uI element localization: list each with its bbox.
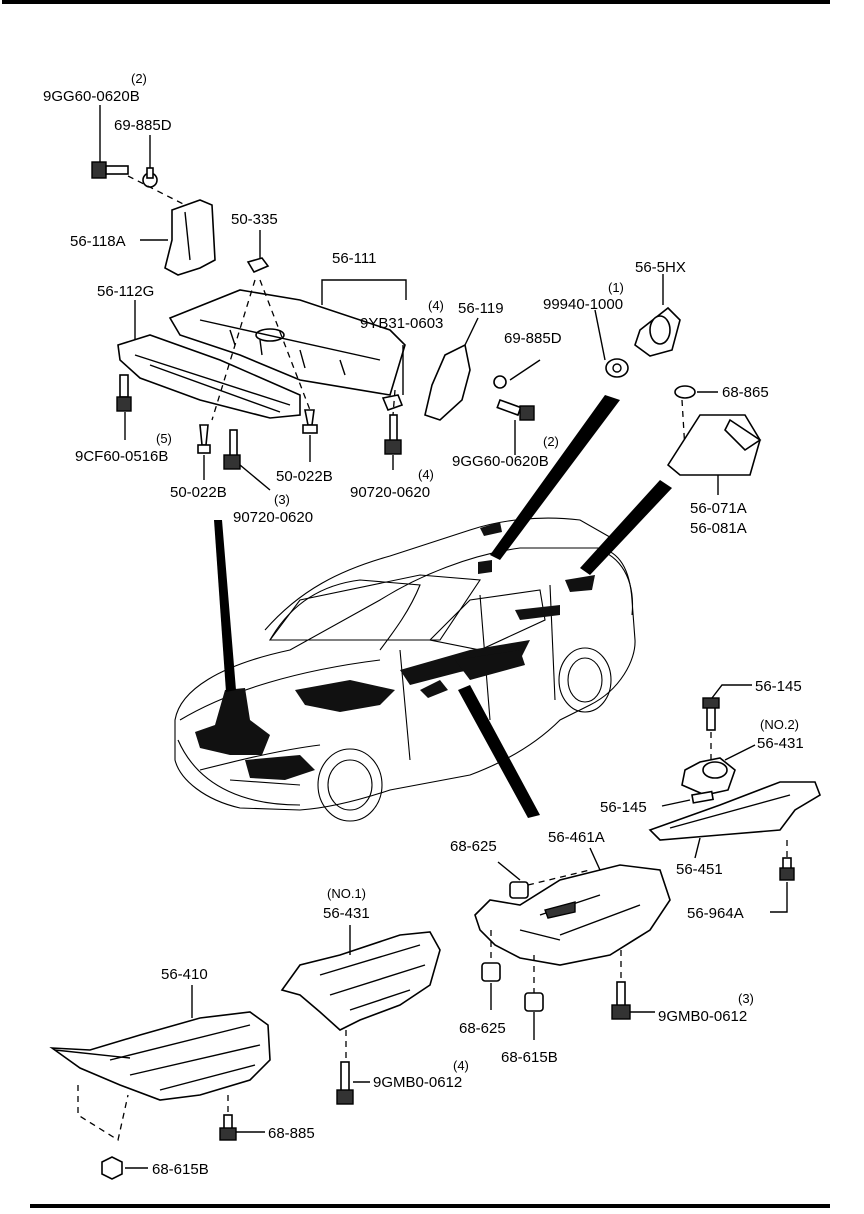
label-68-615b-mid: 68-615B (501, 1049, 558, 1066)
bolt-9gmb0-left (336, 1061, 354, 1105)
label-68-625-bot: 68-625 (459, 1020, 506, 1037)
label-68-625-top: 68-625 (450, 838, 497, 855)
label-56-119: 56-119 (458, 300, 504, 317)
label-qty-9gmb0-left: (4) (453, 1058, 469, 1073)
clip-69885d-top (142, 167, 158, 188)
label-56-5hx: 56-5HX (635, 259, 686, 276)
pointer-wedge-rear (580, 480, 672, 575)
part-56-461a (474, 864, 671, 966)
label-50-335: 50-335 (231, 211, 278, 228)
label-69-885d-top: 69-885D (114, 117, 172, 134)
pointer-wedge-floor (458, 685, 540, 818)
label-qty-9gmb0-right: (3) (738, 991, 754, 1006)
clip-56964a (779, 857, 795, 881)
label-68-865: 68-865 (722, 384, 769, 401)
part-56-451 (648, 781, 821, 841)
part-56-118a (164, 199, 216, 276)
label-9cf60-0516b: 9CF60-0516B (75, 448, 168, 465)
bolt-90720-right (384, 414, 402, 455)
label-9gg60-0620b-right: 9GG60-0620B (452, 453, 549, 470)
label-9yb31-0603: 9YB31-0603 (360, 315, 443, 332)
label-56-431-no1: 56-431 (323, 905, 370, 922)
pointer-wedge-roof (490, 395, 620, 560)
part-56-112g (117, 334, 301, 419)
label-56-112g: 56-112G (97, 283, 154, 300)
bolt-90720-left (223, 429, 241, 470)
label-90720-0620-left: 90720-0620 (233, 509, 313, 526)
label-50-022b-left: 50-022B (170, 484, 227, 501)
label-qty-99940: (1) (608, 280, 624, 295)
label-qty-9yb31: (4) (428, 298, 444, 313)
label-qty-90720-right: (4) (418, 467, 434, 482)
part-56-111 (168, 289, 406, 396)
bolt-9cf60-0516b (116, 374, 132, 412)
nut-68625-bot (481, 962, 501, 982)
clip-68865 (674, 385, 696, 399)
nut-99940-1000 (605, 358, 629, 378)
label-56-410: 56-410 (161, 966, 208, 983)
pointer-wedge-front (214, 520, 236, 692)
label-56-451: 56-451 (676, 861, 723, 878)
bottom-border (30, 1204, 830, 1208)
nut-68615b-mid (524, 992, 544, 1012)
part-50-335 (246, 257, 270, 274)
top-border (2, 0, 830, 4)
label-qty-56431-no1: (NO.1) (327, 886, 366, 901)
label-qty-9gg60-right: (2) (543, 434, 559, 449)
label-qty-9gg60-top: (2) (131, 71, 147, 86)
label-56-964a: 56-964A (687, 905, 744, 922)
clip-68885 (219, 1114, 237, 1141)
label-9gmb0-0612-right: 9GMB0-0612 (658, 1008, 747, 1025)
bolt-56145-mid (691, 790, 715, 804)
label-56-431-no2: 56-431 (757, 735, 804, 752)
clip-50022b-left (197, 424, 211, 454)
label-68-885: 68-885 (268, 1125, 315, 1142)
label-56-081a: 56-081A (690, 520, 747, 537)
bolt-56145-top (702, 697, 720, 731)
clip-50022b-right (302, 409, 318, 434)
label-99940-1000: 99940-1000 (543, 296, 623, 313)
bolt-9gg60-top (91, 161, 129, 179)
nut-68625-top (509, 881, 529, 899)
part-56-410 (49, 1011, 271, 1101)
part-56-5hx (634, 306, 681, 357)
label-56-145-top: 56-145 (755, 678, 802, 695)
label-56-071a: 56-071A (690, 500, 747, 517)
bolt-9gg60-right (496, 398, 535, 421)
nut-68615b-bot (101, 1156, 123, 1180)
label-56-118a: 56-118A (70, 233, 126, 250)
label-68-615b-bot: 68-615B (152, 1161, 209, 1178)
label-9gg60-0620b-top: 9GG60-0620B (43, 88, 140, 105)
clip-69885d-right (493, 375, 507, 389)
label-56-111: 56-111 (332, 250, 376, 267)
label-69-885d-right: 69-885D (504, 330, 562, 347)
label-9gmb0-0612-left: 9GMB0-0612 (373, 1074, 462, 1091)
part-56-119 (424, 343, 471, 421)
label-90720-0620-right: 90720-0620 (350, 484, 430, 501)
part-56-431-no1 (280, 931, 441, 1031)
label-56-145-mid: 56-145 (600, 799, 647, 816)
label-qty-9cf60: (5) (156, 431, 172, 446)
label-56-461a: 56-461A (548, 829, 605, 846)
label-qty-90720-left: (3) (274, 492, 290, 507)
label-50-022b-right: 50-022B (276, 468, 333, 485)
bolt-9gmb0-right (611, 981, 631, 1020)
label-qty-56431-no2: (NO.2) (760, 717, 799, 732)
nut-9yb31-0603 (381, 394, 404, 412)
car-outline (174, 517, 636, 822)
